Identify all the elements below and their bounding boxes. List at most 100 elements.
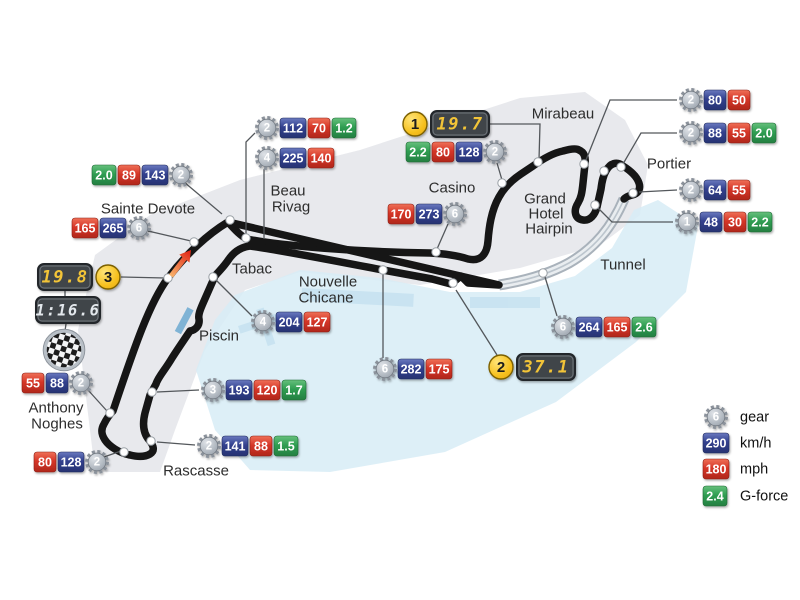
kmh-chip [415, 203, 443, 225]
mph-chip [71, 217, 99, 239]
mph-chip [431, 141, 455, 163]
corner-dot [431, 247, 441, 257]
kmh-value: 273 [419, 208, 440, 222]
gear-icon: 3 [201, 378, 225, 402]
g-chip [405, 141, 431, 163]
gear-value: 2 [94, 457, 100, 469]
corner-dot [497, 178, 507, 188]
gear-value: 2 [492, 147, 498, 159]
kmh-chip [279, 117, 307, 139]
gear-icon: 2 [197, 434, 221, 458]
sector-number-badge [402, 111, 428, 137]
sector-number-badge [488, 354, 514, 380]
kmh-value: 193 [229, 384, 250, 398]
kmh-chip [45, 372, 69, 394]
mph-value: 55 [732, 184, 746, 198]
mph-value: 170 [391, 208, 412, 222]
mph-chip [307, 117, 331, 139]
gear-value: 6 [560, 322, 566, 334]
kmh-value: 143 [145, 169, 166, 183]
corner-dot [448, 278, 458, 288]
mph-chip [723, 211, 747, 233]
kmh-value: 88 [50, 377, 64, 391]
display-value: 19.7 [437, 115, 484, 135]
mph-value: 50 [732, 94, 746, 108]
gear-value: 2 [78, 378, 84, 390]
kmh-chip [703, 179, 727, 201]
kmh-chip [575, 316, 603, 338]
corner-dot [616, 162, 626, 172]
kmh-chip [57, 451, 85, 473]
digital-display [516, 353, 576, 381]
leader-line-sainte-devote-entry [147, 230, 192, 242]
digital-display [35, 296, 101, 324]
kmh-chip [141, 164, 169, 186]
corner-dots [105, 157, 638, 457]
gear-icon: 2 [69, 371, 93, 395]
mph-chip [425, 358, 453, 380]
corner-dot [147, 387, 157, 397]
mph-value: 55 [732, 127, 746, 141]
mph-value: 165 [607, 321, 628, 335]
corner-dot [538, 268, 548, 278]
place-label: Mirabeau [532, 106, 595, 123]
place-label: Piscin [199, 328, 239, 345]
place-label: Anthony [28, 400, 84, 417]
corner-dot [241, 233, 251, 243]
gear-icon: 6 [127, 216, 151, 240]
kmh-chip [279, 147, 307, 169]
g-chip [751, 122, 777, 144]
place-label: Tabac [232, 261, 273, 278]
mph-chip [387, 203, 415, 225]
leader-line-grand-hotel-hairpin [597, 207, 673, 223]
mph-chip [727, 179, 751, 201]
leader-line-mirabeau-exit [622, 132, 677, 165]
place-label: Portier [647, 156, 691, 173]
mph-value: 80 [436, 146, 450, 160]
gear-value: 4 [264, 153, 271, 165]
gear-icon: 6 [443, 202, 467, 226]
gear-icon: 4 [251, 310, 275, 334]
display-value: 37.1 [522, 358, 570, 378]
corner-dot [208, 272, 218, 282]
kmh-chip [221, 435, 249, 457]
gear-value: 6 [136, 223, 142, 235]
legend-label: G-force [740, 489, 788, 505]
lap-time-display: 1:16.6 [35, 296, 101, 324]
gear-icon: 2 [169, 163, 193, 187]
gear-value: 6 [713, 412, 719, 424]
sector-2-marker: 37.12 [488, 353, 576, 381]
g-chip [281, 379, 307, 401]
gear-icon: 2 [679, 121, 703, 145]
sector-number: 2 [497, 359, 505, 376]
mph-value: 140 [311, 152, 332, 166]
place-label: Rascasse [163, 463, 229, 480]
leader-line-rascasse-exit [103, 450, 122, 458]
mph-value: 70 [312, 122, 326, 136]
place-label: Hairpin [525, 221, 573, 238]
gear-value: 4 [260, 317, 267, 329]
mph-value: 88 [254, 440, 268, 454]
gear-value: 2 [688, 128, 694, 140]
place-label: Tunnel [600, 257, 645, 274]
gear-value: 1 [684, 217, 691, 229]
gear-icon: 6 [373, 357, 397, 381]
corner-dot [189, 237, 199, 247]
corner-dot [119, 447, 129, 457]
gear-value: 2 [178, 170, 184, 182]
kmh-value: 48 [704, 216, 718, 230]
sector-number: 1 [411, 116, 419, 133]
g-value: 2.2 [409, 146, 426, 160]
swimming-pool [174, 307, 194, 335]
